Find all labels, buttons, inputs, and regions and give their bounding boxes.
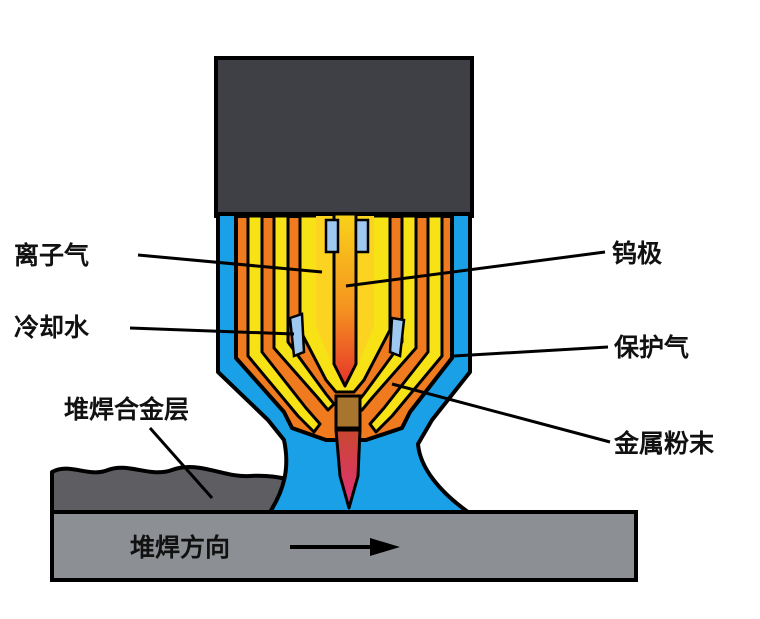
cooling-water-pocket-4	[388, 316, 406, 358]
leader-ion-gas	[137, 253, 323, 274]
cooling-water-pocket-2	[354, 218, 370, 254]
label-ion-gas: 离子气	[14, 241, 89, 270]
tungsten-electrode	[332, 212, 358, 388]
leader-metal-powder	[391, 382, 611, 444]
yellow-channel-left-outer	[246, 214, 322, 434]
label-metal-powder: 金属粉末	[613, 429, 714, 458]
label-tungsten-electrode: 钨极	[612, 239, 662, 268]
label-shield-gas: 保护气	[613, 333, 689, 362]
powder-channel-left	[272, 214, 336, 412]
leader-tungsten	[345, 250, 606, 288]
label-cladding-layer: 堆焊合金层	[64, 395, 189, 424]
direction-arrow-head	[370, 538, 400, 556]
cooling-water-pocket-1	[324, 218, 340, 254]
torch-body	[214, 56, 474, 218]
label-welding-direction: 堆焊方向	[130, 533, 230, 562]
leader-cooling-water	[129, 326, 295, 336]
plasma-arc	[334, 428, 362, 510]
powder-column	[334, 394, 362, 430]
label-cooling-water: 冷却水	[14, 313, 90, 342]
cooling-water-pocket-3	[288, 312, 306, 358]
leader-shield-gas	[453, 345, 609, 358]
powder-channel-right	[354, 214, 418, 412]
leader-cladding	[148, 427, 214, 499]
